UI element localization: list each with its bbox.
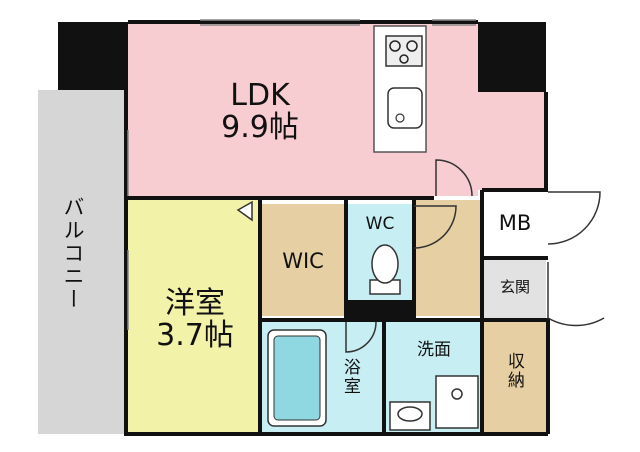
windows bbox=[127, 19, 476, 330]
ldk-area bbox=[128, 24, 546, 196]
storage-area bbox=[484, 322, 546, 432]
pillar-top-right bbox=[478, 22, 546, 92]
ldk-size: 9.9帖 bbox=[221, 109, 299, 145]
washroom-label: 洗面 bbox=[417, 340, 451, 360]
balcony-area bbox=[38, 90, 124, 434]
toilet-icon bbox=[369, 244, 401, 295]
western-room-size: 3.7帖 bbox=[156, 317, 234, 353]
pillar-top-left bbox=[58, 22, 128, 90]
wic-area bbox=[262, 204, 344, 316]
western-room-name: 洋室 bbox=[165, 286, 225, 321]
wall-block bbox=[348, 300, 416, 320]
western-room-area bbox=[128, 200, 260, 432]
sink-icon bbox=[387, 87, 423, 129]
western-room-label: 洋室 3.7帖 bbox=[140, 288, 250, 351]
washing-machine-pan bbox=[435, 375, 479, 429]
walls bbox=[124, 20, 550, 436]
ldk-name: LDK bbox=[230, 78, 290, 113]
bathtub-icon bbox=[267, 329, 327, 427]
mb-label: MB bbox=[498, 211, 532, 235]
doors bbox=[236, 159, 605, 353]
wic-label: WIC bbox=[282, 249, 324, 273]
mb-area bbox=[484, 192, 546, 256]
entrance-label: 玄関 bbox=[499, 278, 530, 296]
kitchen-counter bbox=[373, 25, 427, 153]
bathroom-label: 浴室 bbox=[339, 358, 360, 396]
stove-icon bbox=[385, 35, 423, 67]
wc-label: WC bbox=[365, 214, 395, 234]
ldk-label: LDK 9.9帖 bbox=[200, 80, 320, 143]
hall-area bbox=[416, 200, 480, 316]
balcony-label: バルコニー bbox=[61, 196, 86, 311]
entrance-area bbox=[484, 260, 546, 318]
washbasin-icon bbox=[389, 401, 431, 431]
storage-label: 収納 bbox=[503, 352, 524, 390]
